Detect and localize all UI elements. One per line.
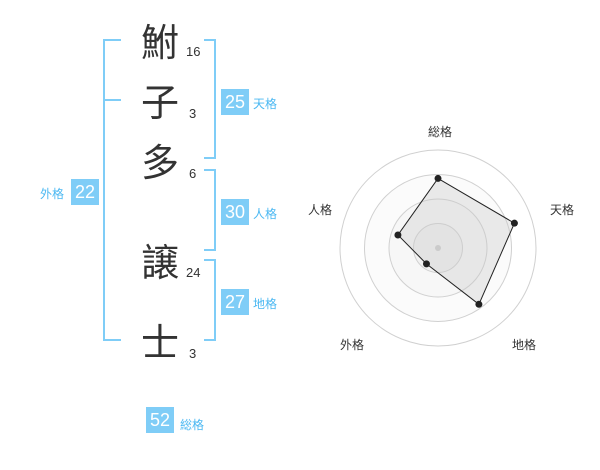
gaikaku-bracket	[103, 39, 121, 341]
chikaku-badge: 27	[221, 289, 249, 315]
radar-axis-label-jinkaku: 人格	[308, 203, 333, 217]
jinkaku-label: 人格	[253, 207, 278, 221]
radar-center-dot	[435, 245, 441, 251]
radar-axis-label-tenkaku: 天格	[550, 203, 575, 217]
stroke-count-4: 24	[186, 265, 201, 280]
gaikaku-badge: 22	[71, 179, 99, 205]
radar-point-1	[434, 174, 442, 182]
radar-point-4	[422, 260, 430, 268]
chikaku-label: 地格	[253, 297, 278, 311]
jinkaku-bracket	[204, 169, 216, 251]
jinkaku-badge: 30	[221, 199, 249, 225]
radar-axis-label-chikaku: 地格	[512, 338, 537, 352]
soukaku-label: 総格	[180, 418, 205, 432]
radar-polygon	[397, 177, 516, 306]
name-char-1: 鮒	[141, 21, 180, 65]
stroke-count-5: 3	[189, 346, 197, 361]
name-char-3: 多	[141, 141, 180, 185]
name-char-4: 譲	[141, 241, 180, 285]
stroke-count-3: 6	[189, 166, 197, 181]
radar-point-5	[394, 231, 402, 239]
tenkaku-bracket	[204, 39, 216, 159]
radar-point-2	[510, 219, 518, 227]
name-char-2: 子	[141, 81, 180, 125]
stroke-count-2: 3	[189, 106, 197, 121]
soukaku-badge: 52	[146, 407, 174, 433]
name-char-5: 士	[141, 321, 180, 365]
stroke-count-1: 16	[186, 44, 201, 59]
tenkaku-label: 天格	[253, 97, 278, 111]
chikaku-bracket	[204, 259, 216, 341]
radar-axis-label-soukaku: 総格	[428, 125, 453, 139]
radar-point-3	[475, 300, 483, 308]
radar-axis-label-gaikaku: 外格	[340, 338, 365, 352]
gaikaku-label: 外格	[40, 187, 65, 201]
tenkaku-badge: 25	[221, 89, 249, 115]
